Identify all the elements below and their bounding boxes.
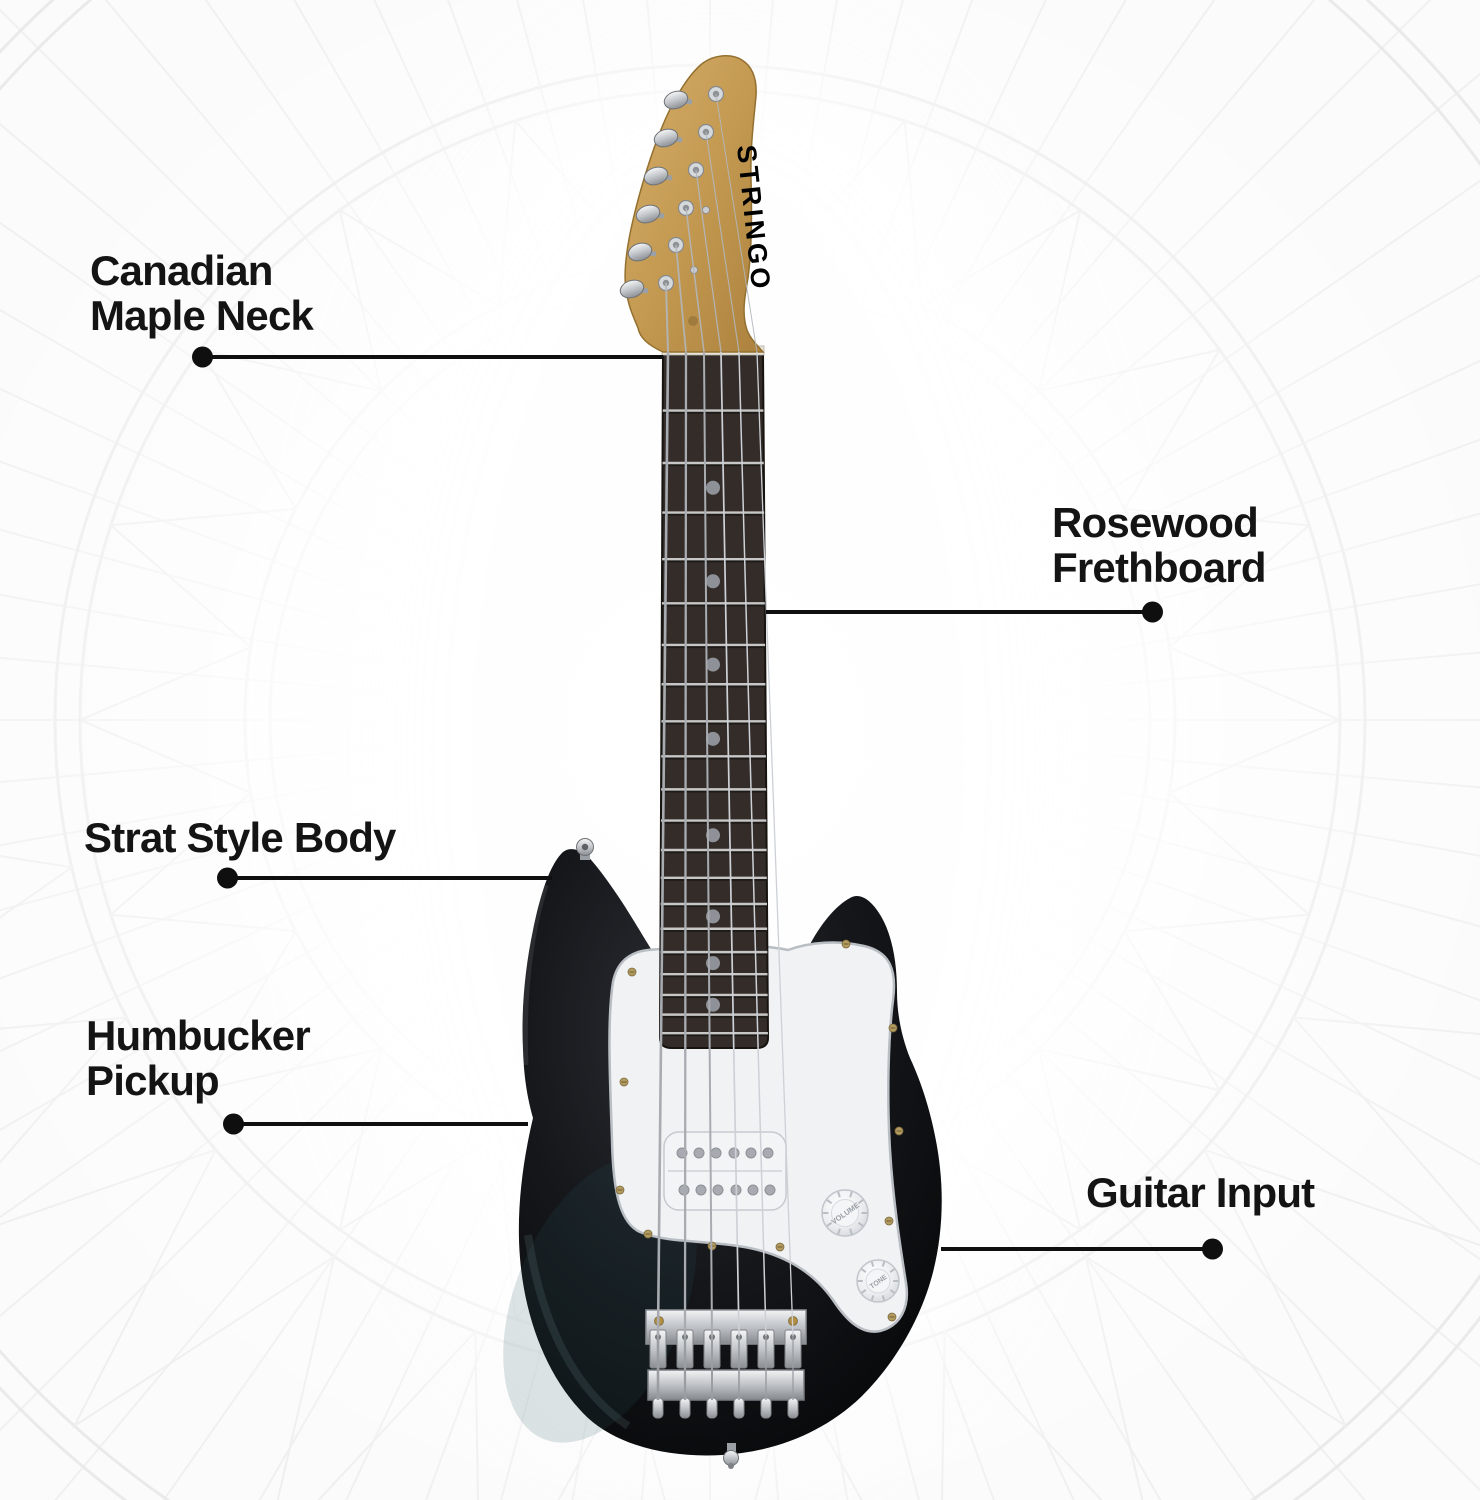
leader-line-strat-style-body [217, 867, 552, 889]
pickguard-screws [615, 939, 904, 1322]
string-tree [702, 206, 710, 214]
tuning-machines [619, 85, 725, 299]
headstock-wood [624, 55, 765, 353]
headstock: STRINGO [619, 55, 776, 353]
truss-rod-mark [688, 316, 698, 326]
volume-knob: VOLUME [821, 1189, 869, 1237]
humbucker-pickup [663, 1131, 787, 1211]
humbucker-pole-pieces [676, 1147, 776, 1196]
label-strat-style-body: Strat Style Body [84, 814, 396, 861]
neck [658, 345, 770, 1049]
strap-button-top [576, 838, 594, 860]
leader-line-humbucker-pickup [223, 1113, 528, 1135]
leader-dot [192, 346, 213, 368]
leader-dot [217, 867, 238, 889]
label-guitar-input: Guitar Input [1086, 1169, 1315, 1216]
bridge [645, 1309, 807, 1419]
leader-dot [1142, 601, 1163, 623]
leader-dot [223, 1113, 244, 1135]
label-humbucker-pickup: Humbucker Pickup [86, 1012, 311, 1104]
leader-dot [1202, 1238, 1223, 1260]
body-lower-highlight [524, 1234, 631, 1430]
label-rosewood-frethboard: Rosewood Frethboard [1052, 499, 1266, 591]
body-edge-highlight [520, 883, 549, 1066]
strings [656, 93, 794, 1400]
leader-line-canadian-maple-neck [192, 346, 663, 368]
electric-guitar: VOLUME TONE [503, 55, 942, 1469]
strap-button-bottom [723, 1443, 739, 1469]
rosewood-fretboard [658, 351, 770, 1049]
tone-knob: TONE [856, 1259, 900, 1303]
leader-line-guitar-input [941, 1238, 1223, 1260]
leader-line-rosewood-frethboard [766, 601, 1163, 623]
label-canadian-maple-neck: Canadian Maple Neck [90, 247, 314, 339]
